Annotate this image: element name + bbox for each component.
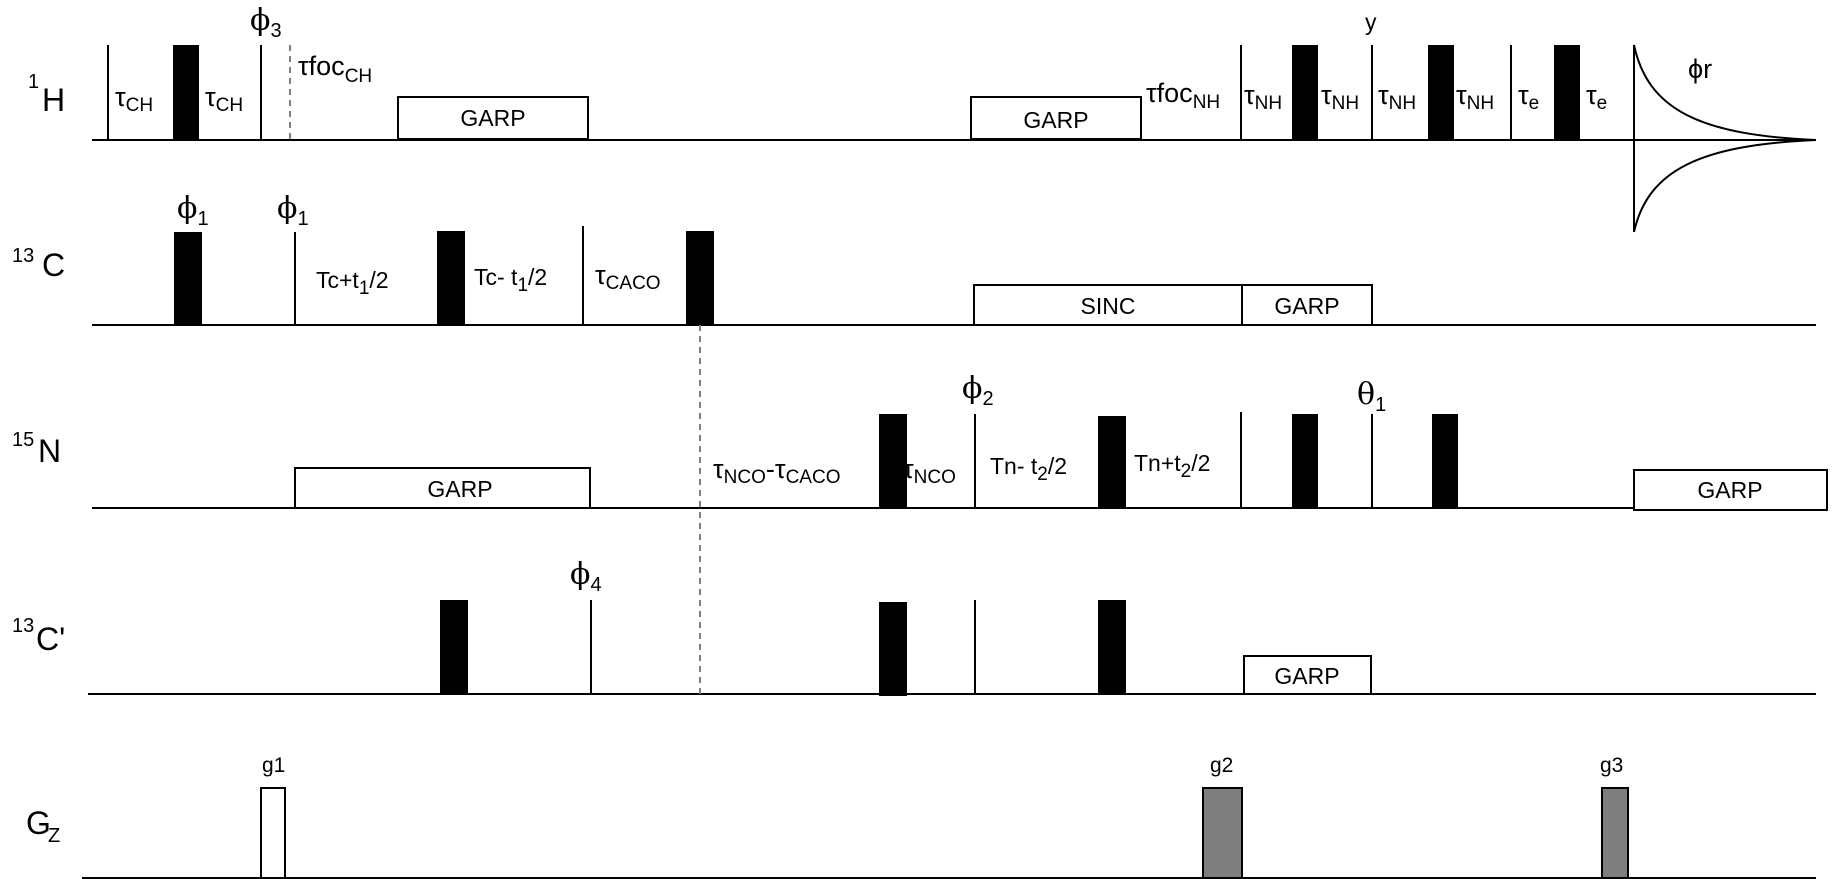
tau-ch-label: τCH xyxy=(205,82,243,116)
tau-nh-label: τNH xyxy=(1244,80,1282,114)
garp-label: GARP xyxy=(1274,293,1339,319)
tau-e-label: τe xyxy=(1518,80,1539,114)
tau-caco-label: τCACO xyxy=(595,260,661,294)
garp-label: GARP xyxy=(1274,663,1339,689)
channel-label-13c: 13 C xyxy=(12,245,65,283)
nitrogen-180-pulse-3 xyxy=(1292,414,1318,508)
channel-label-15n: 15 N xyxy=(12,429,61,469)
tau-nco-label: τNCO xyxy=(903,454,956,488)
channel-1h-sup: 1 xyxy=(28,71,39,93)
garp-decoupling-box xyxy=(1633,469,1828,511)
proton-180-pulse-2 xyxy=(1292,45,1318,140)
y-phase-label: y xyxy=(1365,9,1377,35)
nitrogen-180-pulse-2 xyxy=(1098,416,1126,508)
channel-13cp-name: C' xyxy=(36,621,65,657)
garp-decoupling-box xyxy=(397,96,589,140)
gradient-pulse-g3 xyxy=(1601,787,1629,879)
carbon-180-pulse xyxy=(437,231,465,325)
tau-nco-minus-tau-caco-label: τNCO-τCACO xyxy=(713,454,840,488)
proton-180-pulse-3 xyxy=(1428,45,1454,140)
channel-label-1h: 1 H xyxy=(28,71,65,118)
channel-label-13c-prime: 13 C' xyxy=(12,615,65,657)
channel-13c-sup: 13 xyxy=(12,245,34,267)
receiver-phase-label: ϕr xyxy=(1688,54,1712,84)
proton-180-pulse-4 xyxy=(1554,45,1580,140)
garp-decoupling-box xyxy=(1241,284,1373,326)
tc-minus-t1-label: Tc- t1/2 xyxy=(474,264,547,296)
channel-gz-sub: Z xyxy=(48,825,60,847)
tau-e-label: τe xyxy=(1586,80,1607,114)
garp-decoupling-box xyxy=(294,467,591,509)
garp-decoupling-box xyxy=(1243,655,1372,695)
gradient-pulse-g1 xyxy=(260,787,286,879)
nitrogen-180-pulse xyxy=(879,414,907,508)
garp-label: GARP xyxy=(1697,477,1762,503)
theta1-label: θ1 xyxy=(1357,377,1386,416)
g1-label: g1 xyxy=(262,754,285,777)
tn-plus-t2-label: Tn+t2/2 xyxy=(1134,450,1210,482)
channel-13cp-sup: 13 xyxy=(12,615,34,637)
carbon-90-pulse-2 xyxy=(686,231,714,325)
nitrogen-180-pulse-4 xyxy=(1432,414,1458,508)
tau-nh-label: τNH xyxy=(1456,80,1494,114)
channel-13c-name: C xyxy=(42,247,65,283)
taufoc-nh-label: τfocNH xyxy=(1146,78,1220,113)
carbonyl-180-pulse-3 xyxy=(1098,600,1126,694)
g2-label: g2 xyxy=(1210,754,1233,777)
tau-nh-label: τNH xyxy=(1378,80,1416,114)
phi1-label: ϕ1 xyxy=(177,191,209,230)
tau-nh-label: τNH xyxy=(1321,80,1359,114)
garp-label: GARP xyxy=(1023,107,1088,133)
channel-gz-name: G xyxy=(26,805,51,841)
sinc-label: SINC xyxy=(1081,293,1136,319)
carbon-90-pulse xyxy=(174,232,202,325)
taufoc-ch-label: τfocCH xyxy=(298,51,372,87)
channel-label-gz: G Z xyxy=(26,805,60,847)
tau-ch-label: τCH xyxy=(115,82,153,116)
tn-minus-t2-label: Tn- t2/2 xyxy=(990,453,1067,485)
phi2-label: ϕ2 xyxy=(962,371,994,410)
channel-1h-name: H xyxy=(42,82,65,118)
gradient-pulse-g2 xyxy=(1202,787,1243,879)
g3-label: g3 xyxy=(1600,754,1623,777)
garp-decoupling-box xyxy=(970,96,1142,140)
phi4-label: ϕ4 xyxy=(570,557,602,596)
phi3-label: ϕ3 xyxy=(250,3,282,42)
fid-signal xyxy=(1633,44,1817,233)
tc-plus-t1-label: Tc+t1/2 xyxy=(316,267,389,299)
garp-label: GARP xyxy=(460,105,525,131)
channel-15n-sup: 15 xyxy=(12,429,34,451)
garp-label: GARP xyxy=(427,476,492,502)
carbonyl-180-pulse-2 xyxy=(879,602,907,696)
proton-180-pulse-1 xyxy=(173,45,199,140)
channel-15n-name: N xyxy=(38,433,61,469)
sinc-shaped-pulse-box xyxy=(973,284,1243,326)
carbonyl-180-pulse xyxy=(440,600,468,694)
phi1-label: ϕ1 xyxy=(277,191,309,230)
